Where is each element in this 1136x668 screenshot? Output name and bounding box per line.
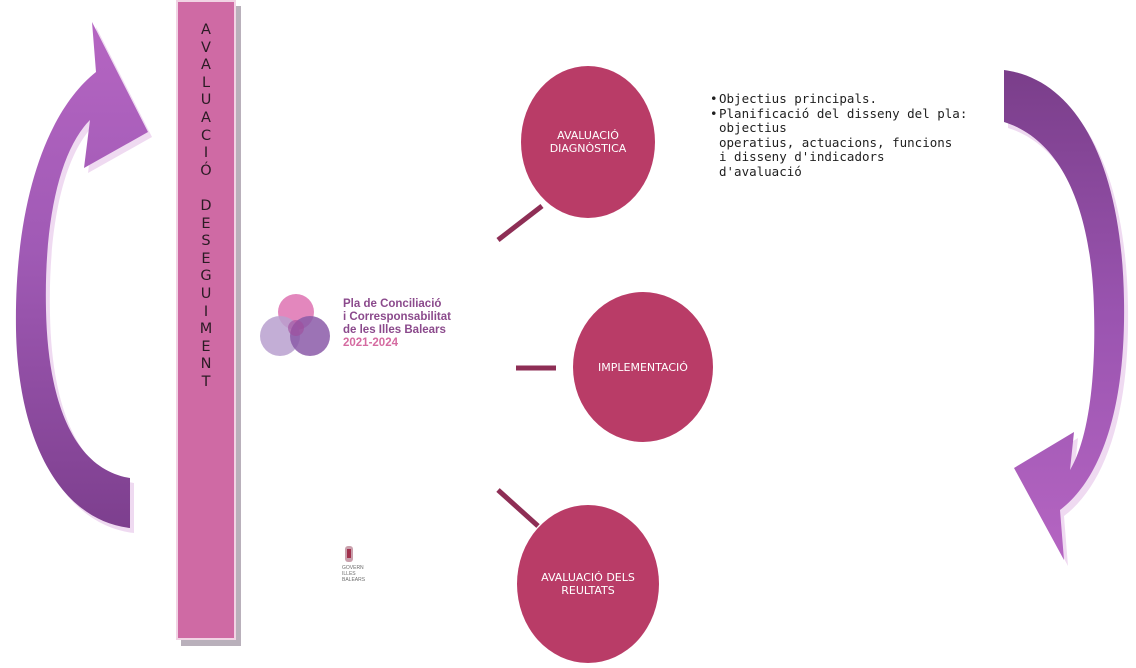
plan-logo-text: Pla de Conciliació i Corresponsabilitat … — [343, 298, 463, 350]
govern-crest-icon — [345, 546, 353, 562]
connector-results — [496, 488, 540, 528]
evaluation-tracking-bar: A V A L U A C I Ó D E S E G U I M E N T — [176, 0, 236, 640]
govern-logo-text: GOVERN ILLES BALEARS — [342, 565, 366, 583]
diagnostic-bullets: •Objectius principals. •Planificació del… — [710, 91, 990, 180]
stage-diagnostic-label: AVALUACIÓ DIAGNÒSTICA — [549, 129, 627, 155]
stage-diagnostic-circle: AVALUACIÓ DIAGNÒSTICA — [521, 66, 655, 218]
stage-results-line2: REULTATS — [561, 584, 615, 597]
connectors — [496, 204, 556, 528]
bullet-item: •Objectius principals. — [710, 91, 878, 106]
logo-years: 2021-2024 — [343, 337, 398, 349]
left-cycle-arrow-icon — [15, 22, 153, 533]
stage-implementation-label: IMPLEMENTACIÓ — [598, 360, 688, 374]
bullet-text-1: Objectius principals. — [719, 91, 878, 106]
stage-results-circle: AVALUACIÓ DELS REULTATS — [517, 505, 659, 663]
logo-line-3: de les Illes Balears — [343, 324, 446, 336]
stage-results-label: AVALUACIÓ DELS REULTATS — [541, 571, 635, 597]
stage-implementation-circle: IMPLEMENTACIÓ — [573, 292, 713, 442]
stage-results-line1: AVALUACIÓ DELS — [541, 571, 635, 584]
bullet-item: •Planificació del disseny del pla: — [710, 105, 968, 121]
bullet-text-2-continued: objectius operatius, actuacions, funcion… — [719, 120, 953, 179]
connector-diagnostic — [496, 204, 544, 242]
bullet-text-2: Planificació del disseny del pla: — [719, 105, 968, 121]
vertical-bar-label: A V A L U A C I Ó D E S E G U I M E N T — [199, 22, 213, 390]
logo-line-1: Pla de Conciliació — [343, 298, 442, 310]
right-cycle-arrow-icon — [1004, 70, 1129, 566]
plan-logo-icon — [260, 294, 330, 356]
logo-line-2: i Corresponsabilitat — [343, 311, 451, 323]
